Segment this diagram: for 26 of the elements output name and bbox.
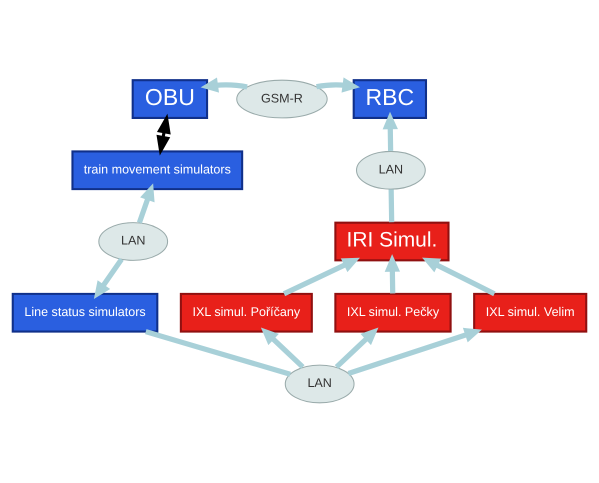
arrow: [200, 77, 248, 93]
node-box: IRI Simul.: [334, 222, 450, 262]
arrow: [136, 183, 155, 224]
arrow: [334, 327, 378, 369]
arrow: [94, 258, 124, 299]
node-ellipse: GSM-R: [236, 80, 328, 118]
arrow: [384, 254, 400, 294]
arrow: [422, 258, 496, 296]
node-box: train movement simulators: [71, 150, 244, 190]
node-box: Line status simulators: [12, 292, 158, 333]
arrow: [156, 114, 171, 156]
node-ellipse: LAN: [98, 222, 168, 261]
node-box: RBC: [352, 79, 428, 119]
arrow: [260, 327, 305, 369]
arrow: [316, 77, 360, 93]
node-box: OBU: [132, 79, 208, 119]
arrow: [282, 258, 360, 296]
connector: [145, 329, 291, 377]
connector: [388, 189, 394, 222]
arrow: [382, 112, 398, 151]
node-box: IXL simul. Pečky: [334, 292, 452, 333]
node-ellipse: LAN: [284, 364, 355, 404]
node-box: IXL simul. Velim: [473, 292, 588, 333]
node-ellipse: LAN: [356, 150, 426, 190]
arrow: [348, 328, 482, 376]
node-box: IXL simul. Poříčany: [180, 292, 313, 333]
